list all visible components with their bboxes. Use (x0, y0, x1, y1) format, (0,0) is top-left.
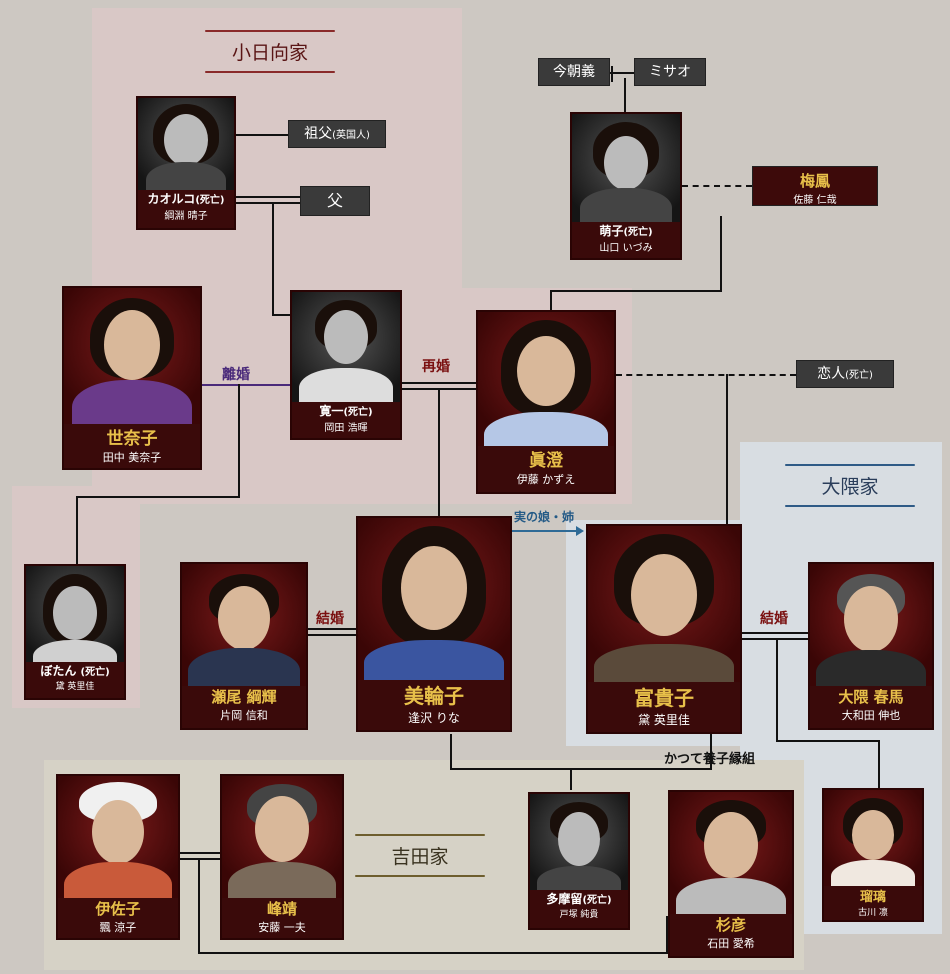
line (450, 768, 712, 770)
line (570, 768, 572, 790)
line (710, 732, 712, 768)
arrow-line (512, 530, 578, 532)
line (236, 202, 300, 204)
line (272, 202, 274, 316)
line (180, 858, 222, 860)
kohinata-family-title: 小日向家 (200, 24, 340, 79)
line (624, 78, 626, 112)
person-card-fukiko: 富貴子 黛 英里佳 (586, 524, 742, 734)
person-card-ruri: 瑠璃 古川 凛 (822, 788, 924, 922)
remarriage-label: 再婚 (422, 359, 450, 375)
yoshida-family-title: 吉田家 (350, 828, 490, 883)
line (236, 196, 300, 198)
line (236, 134, 288, 136)
line (308, 634, 358, 636)
marriage-label: 結婚 (760, 611, 788, 627)
line (180, 852, 222, 854)
line (438, 388, 440, 516)
line (742, 638, 808, 640)
person-card-tamaru: 多摩留(死亡) 戸塚 純貴 (528, 792, 630, 930)
line (308, 628, 358, 630)
person-card-okuma: 大隈 春馬 大和田 伸也 (808, 562, 934, 730)
line (742, 632, 808, 634)
divorce-label: 離婚 (222, 367, 250, 383)
divorce-line (200, 384, 290, 386)
lover-box: 恋人(死亡) (796, 360, 894, 388)
adoption-label: かつて養子縁組 (664, 752, 756, 767)
line (666, 916, 668, 954)
line (76, 496, 78, 564)
arrow-head-icon (576, 526, 584, 536)
person-card-sugihiko: 杉彦 石田 愛希 (668, 790, 794, 958)
person-card-isako: 伊佐子 飄 涼子 (56, 774, 180, 940)
grandfather-box: 祖父(英国人) (288, 120, 386, 148)
okuma-family-title: 大隈家 (780, 458, 920, 513)
person-card-minesei: 峰靖 安藤 一夫 (220, 774, 344, 940)
biological-daughter-label: 実の娘・姉 (514, 510, 575, 524)
line (726, 374, 728, 528)
line (76, 496, 240, 498)
person-card-kanichi: 寛一(死亡) 岡田 浩暉 (290, 290, 402, 440)
line (550, 290, 552, 310)
person-card-kaoruko: カオルコ(死亡) 綱淵 晴子 (136, 96, 236, 230)
line (450, 734, 452, 770)
line (776, 638, 778, 740)
line (720, 216, 722, 292)
line (878, 740, 880, 790)
dash-line (616, 374, 796, 376)
line (402, 382, 476, 384)
line (238, 384, 240, 496)
line (198, 952, 668, 954)
person-card-moeko: 萌子(死亡) 山口 いづみ (570, 112, 682, 260)
father-box: 父 (300, 186, 370, 216)
person-card-miwako: 美輪子 逢沢 りな (356, 516, 512, 732)
dash-line (682, 185, 752, 187)
line (776, 740, 880, 742)
baiou-box: 梅鳳 佐藤 仁哉 (752, 166, 878, 206)
line (550, 290, 722, 292)
person-card-masumi: 眞澄 伊藤 かずえ (476, 310, 616, 494)
line (611, 66, 613, 82)
person-card-seo: 瀬尾 綱輝 片岡 信和 (180, 562, 308, 730)
line (272, 314, 290, 316)
konchougi-box: 今朝義 (538, 58, 610, 86)
marriage-label: 結婚 (316, 611, 344, 627)
line (198, 858, 200, 954)
line (608, 72, 634, 74)
person-card-botan: ぼたん (死亡) 黛 英里佳 (24, 564, 126, 700)
misao-box: ミサオ (634, 58, 706, 86)
person-card-senako: 世奈子 田中 美奈子 (62, 286, 202, 470)
